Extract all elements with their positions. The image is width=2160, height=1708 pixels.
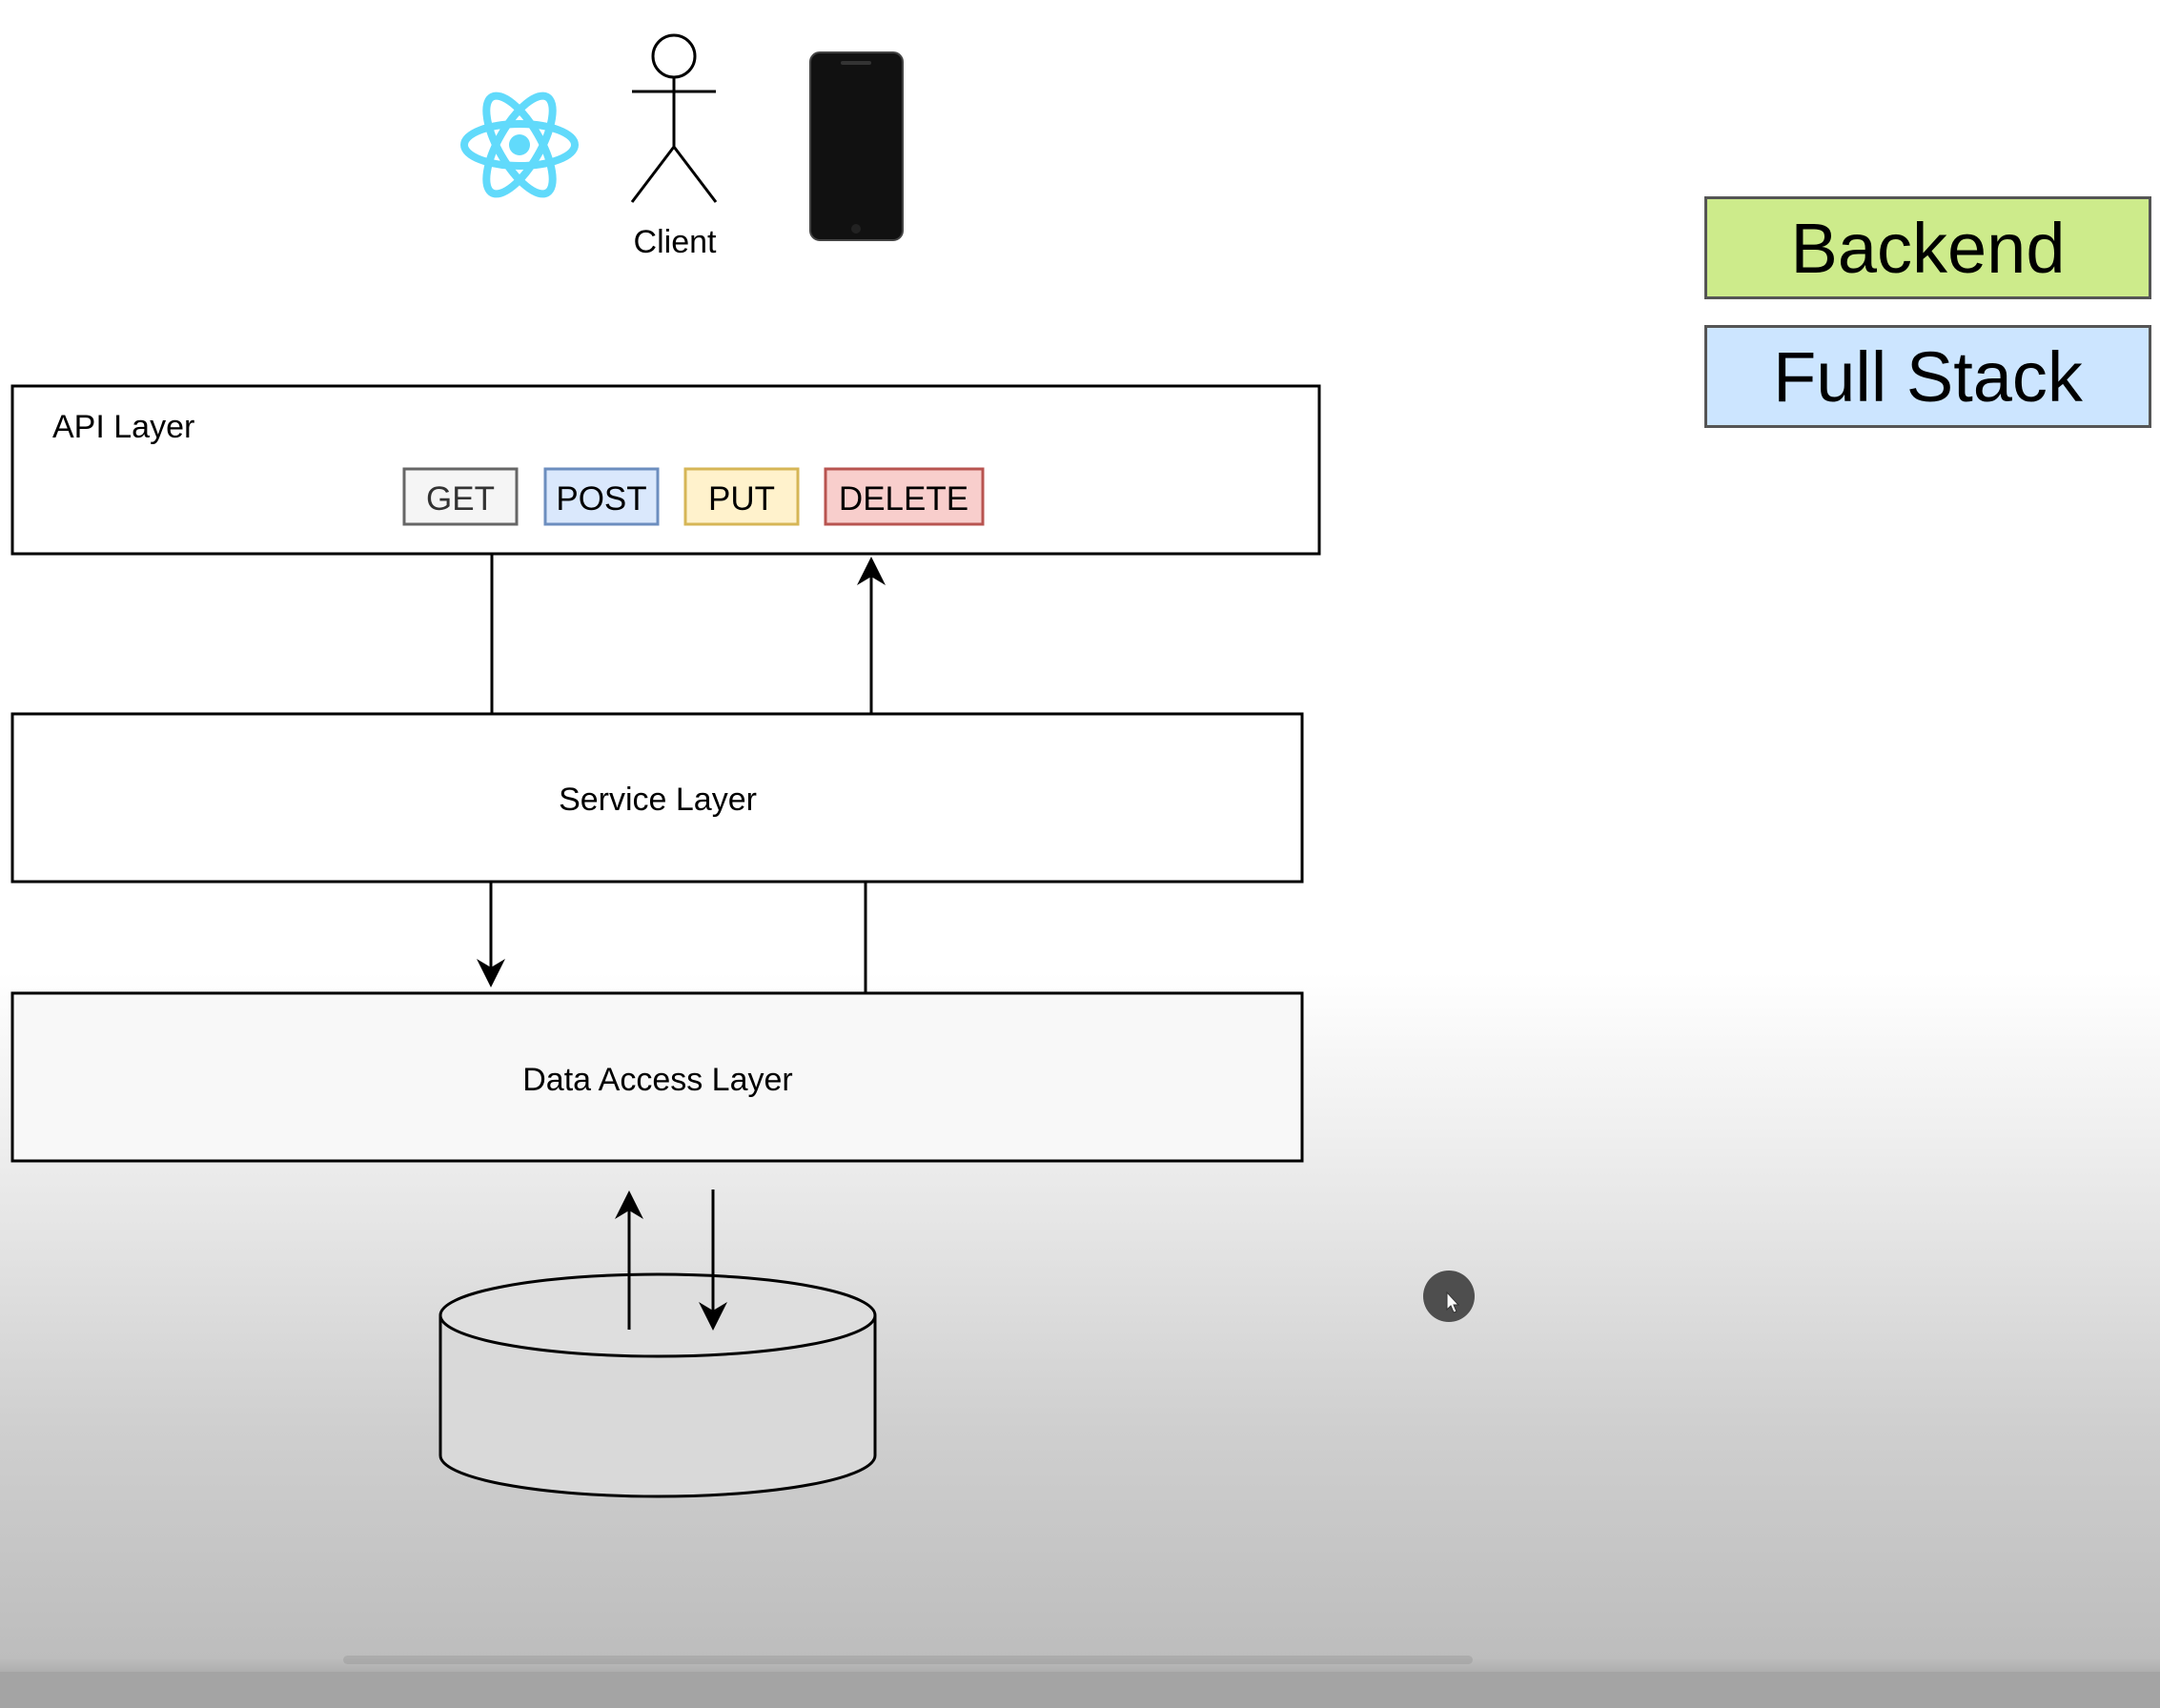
mouse-cursor-icon [1423, 1271, 1475, 1322]
service-layer-box [10, 712, 1304, 884]
method-delete: DELETE [824, 467, 985, 526]
react-logo-icon [460, 92, 579, 198]
svg-text:GET: GET [426, 480, 495, 518]
stick-figure-icon [630, 33, 718, 203]
api-layer-box [10, 384, 1321, 556]
smartphone-icon [809, 51, 904, 241]
api-layer-title: API Layer [52, 409, 194, 445]
bottom-bar [0, 1672, 2160, 1708]
full-stack-tag: Full Stack [1704, 325, 2151, 428]
method-get: GET [402, 467, 519, 526]
service-layer-title: Service Layer [559, 782, 757, 818]
svg-text:PUT: PUT [708, 480, 775, 518]
database-cylinder-icon [438, 1272, 877, 1498]
data-access-layer-box [10, 991, 1304, 1163]
data-access-layer-title: Data Access Layer [522, 1062, 792, 1098]
method-post: POST [543, 467, 660, 526]
full-stack-tag-label: Full Stack [1773, 336, 2083, 417]
method-put: PUT [683, 467, 800, 526]
backend-tag: Backend [1704, 196, 2151, 299]
client-label: Client [634, 224, 717, 260]
horizontal-scrollbar[interactable] [343, 1656, 1473, 1664]
svg-text:DELETE: DELETE [839, 480, 968, 518]
svg-text:POST: POST [556, 480, 646, 518]
backend-tag-label: Backend [1790, 208, 2066, 288]
